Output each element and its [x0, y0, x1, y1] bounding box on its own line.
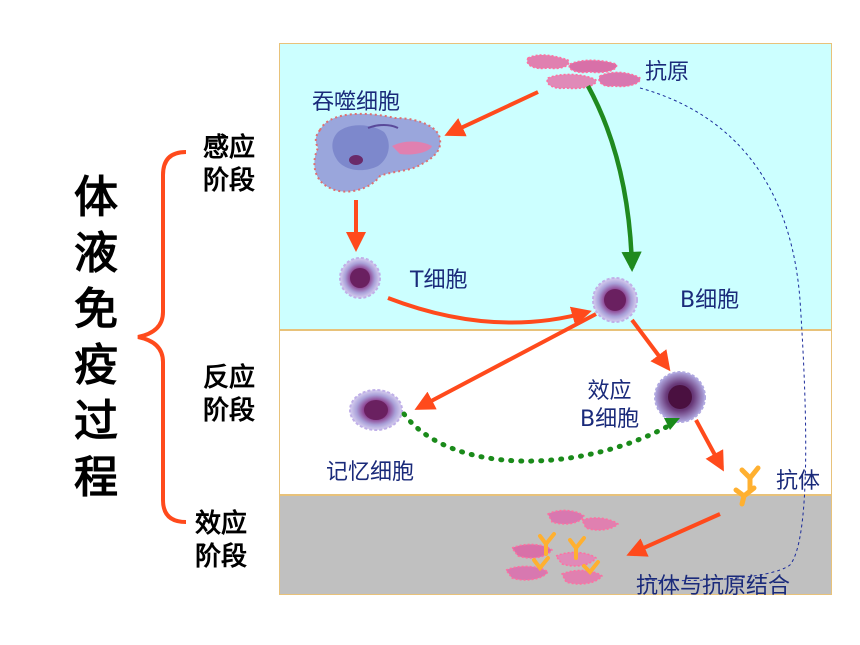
label-b-cell: B细胞 [680, 288, 740, 313]
label-line: B细胞 [580, 407, 640, 432]
stage-brace [137, 150, 187, 524]
label-phagocyte: 吞噬细胞 [312, 90, 401, 115]
memory-cell [349, 389, 403, 431]
stage-label-effect: 效应 阶段 [195, 508, 247, 574]
arrow-antigen-binding-dashed [639, 87, 807, 582]
title-char: 体 [74, 172, 118, 223]
stage-label-line: 阶段 [203, 166, 256, 196]
stage-label-line: 反应 [203, 363, 256, 393]
b-cell [592, 277, 638, 323]
stage-label-line: 阶段 [195, 542, 248, 572]
arrow-antigen-to-b-cell [586, 84, 642, 273]
label-line: 效应 [587, 379, 632, 404]
arrow-t-cell-to-b-cell [387, 296, 592, 326]
effector-b-cell [654, 371, 706, 423]
title-char: 液 [74, 228, 118, 279]
arrow-b-cell-to-memory-cell [414, 312, 597, 410]
label-binding: 抗体与抗原结合 [636, 574, 791, 599]
arrow-antibody-to-complex [626, 512, 721, 557]
arrow-memory-to-effector-head [664, 418, 680, 430]
title-char: 过 [74, 396, 118, 447]
label-antibody: 抗体 [776, 469, 821, 494]
title-char: 免 [74, 284, 118, 335]
stage-label-line: 阶段 [203, 396, 256, 426]
stage-label-reaction: 反应 阶段 [203, 362, 255, 428]
label-antigen: 抗原 [645, 60, 690, 85]
process-title: 体 液 免 疫 过 程 [68, 170, 124, 506]
label-memory-cell: 记忆细胞 [326, 460, 415, 485]
arrow-b-cell-to-effector-b [630, 318, 671, 372]
label-t-cell: T细胞 [410, 268, 468, 293]
title-char: 疫 [74, 340, 118, 391]
arrow-memory-to-effector-dotted [401, 411, 675, 464]
antibody-group [733, 465, 761, 507]
phagocyte-cell [313, 112, 442, 193]
stage-label-line: 效应 [195, 509, 248, 539]
arrow-antigen-to-phagocyte [444, 90, 539, 137]
t-cell [339, 257, 381, 299]
stage-label-line: 感应 [203, 133, 256, 163]
antigen-cluster [526, 54, 641, 90]
arrow-effector-b-to-antibody [694, 419, 724, 472]
label-effector-b: 效应 B细胞 [580, 378, 639, 434]
antibody-antigen-complex [504, 509, 620, 585]
title-char: 程 [74, 452, 118, 503]
stage-label-sensing: 感应 阶段 [203, 132, 255, 198]
